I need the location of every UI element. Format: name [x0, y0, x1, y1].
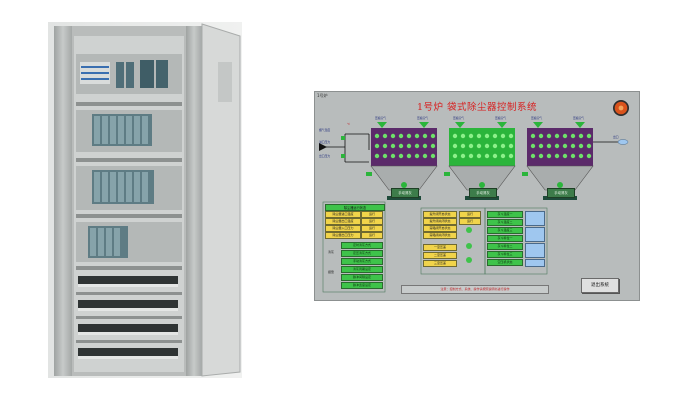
left-group-item-2[interactable]: 定压清灰方式 — [341, 250, 383, 257]
right-value-box-3 — [525, 243, 545, 258]
cabinet-right-frame — [186, 26, 202, 376]
terminal-block-rows — [78, 276, 178, 359]
right-row-5-label: 灰斗料位二 — [487, 243, 523, 250]
hmi-caption: 1号炉 — [317, 93, 328, 98]
mid-row-1-value: 运行 — [459, 211, 481, 218]
plc-modules-row-1 — [80, 60, 168, 88]
filter-bags-chamber-2 — [452, 133, 514, 159]
inlet-label-pressure-in: 进口压力 — [319, 140, 331, 144]
left-panel-header: 除尘器运行状态 — [325, 204, 385, 211]
cable-duct-2 — [76, 158, 182, 162]
filter-bags — [374, 133, 592, 159]
right-value-box-2 — [525, 227, 545, 242]
screw-conveyors — [387, 196, 577, 200]
left-group-item-3[interactable]: 手动清灰方式 — [341, 258, 383, 265]
plc-modules-row-2 — [92, 114, 152, 146]
top-label-5: 压缩空气 — [531, 116, 543, 120]
chamber-1 — [370, 128, 438, 191]
right-row-2-label: 灰斗温度二 — [487, 219, 523, 226]
left-group-1-label: 清灰 — [327, 250, 334, 254]
top-label-1: 压缩空气 — [375, 116, 387, 120]
process-diagram — [319, 100, 629, 293]
hmi-screen: 1号炉 1号炉 袋式除尘器控制系统 — [314, 91, 640, 301]
hmi-title: 1号炉 袋式除尘器控制系统 — [416, 102, 538, 113]
status-message-bar: 注意：控制方式、系统、操作请按照说明书进行操作 — [401, 285, 549, 294]
right-value-box-4 — [525, 259, 545, 267]
left-row-1-label: 除尘器进口温度 — [325, 211, 361, 218]
left-group-item-4[interactable]: 清灰周期设定 — [341, 266, 383, 273]
manual-clean-button-3[interactable]: 手动清灰 — [547, 188, 575, 198]
left-row-3-label: 除尘器入口压力 — [325, 225, 361, 232]
cable-duct-1 — [76, 102, 182, 106]
top-label-4: 压缩空气 — [495, 116, 507, 120]
right-row-3-label: 灰斗温度三 — [487, 227, 523, 234]
inlet-temperature-unit: ℃ — [347, 122, 351, 126]
control-cabinet-photo — [48, 22, 242, 378]
left-row-4-label: 除尘器出口压力 — [325, 232, 361, 239]
right-row-1-label: 灰斗温度一 — [487, 211, 523, 218]
manual-clean-button-1[interactable]: 手动清灰 — [391, 188, 419, 198]
mid-row-2-value: 运行 — [459, 218, 481, 225]
pulse-valve-icons — [377, 122, 585, 128]
left-row-3-value: 运行 — [361, 225, 383, 232]
cable-duct-4 — [76, 266, 182, 270]
manual-clean-button-2[interactable]: 手动清灰 — [469, 188, 497, 198]
inlet-label-temperature: 烟气温度 — [319, 128, 331, 132]
right-value-box-1 — [525, 211, 545, 226]
plc-modules-row-3 — [92, 170, 154, 204]
alarm-indicator-icon — [613, 100, 629, 116]
inlet-label-pressure-out: 出口压力 — [319, 154, 331, 158]
chamber-3 — [526, 128, 594, 191]
left-row-4-value: 运行 — [361, 232, 383, 239]
mid-row-7-label: 三室压差 — [423, 260, 457, 267]
top-label-6: 压缩空气 — [573, 116, 585, 120]
cabinet-image — [48, 22, 242, 378]
mid-row-3-label: 旁路阀开启状态 — [423, 225, 457, 232]
cabinet-door — [201, 23, 241, 377]
mid-row-6-label: 二室压差 — [423, 252, 457, 259]
hopper-valve-icons — [366, 172, 563, 188]
left-group-item-5[interactable]: 脉冲间隔设定 — [341, 274, 383, 281]
outlet-label: 出口 — [613, 135, 619, 139]
mid-row-4-label: 旁路阀关闭状态 — [423, 232, 457, 239]
left-panel-frame — [322, 201, 386, 293]
mid-round-indicators — [466, 227, 472, 263]
top-label-3: 压缩空气 — [453, 116, 465, 120]
left-row-1-value: 运行 — [361, 211, 383, 218]
right-row-7-label: 空压机状态 — [487, 259, 523, 266]
cable-duct-3 — [76, 214, 182, 218]
chamber-2 — [448, 128, 516, 191]
left-row-2-value: 运行 — [361, 218, 383, 225]
exit-system-button[interactable]: 退出系统 — [581, 278, 619, 293]
left-group-item-1[interactable]: 定时清灰方式 — [341, 242, 383, 249]
mid-row-5-label: 一室压差 — [423, 244, 457, 251]
plc-modules-row-4 — [88, 226, 128, 258]
mid-row-2-label: 提升阀关闭状态 — [423, 218, 457, 225]
left-row-2-label: 除尘器出口温度 — [325, 218, 361, 225]
left-group-2-label: 报警 — [327, 270, 334, 274]
right-panel-frame — [484, 207, 548, 275]
top-label-2: 压缩空气 — [417, 116, 429, 120]
outlet-damper-icon — [617, 139, 629, 145]
door-plate — [218, 62, 232, 102]
right-row-4-label: 灰斗料位一 — [487, 235, 523, 242]
inlet-valve-icons — [341, 136, 345, 158]
right-row-6-label: 灰斗料位三 — [487, 251, 523, 258]
inlet-arrow-icon — [319, 143, 327, 151]
cabinet-left-frame — [54, 26, 72, 376]
mid-row-1-label: 提升阀开启状态 — [423, 211, 457, 218]
left-group-item-6[interactable]: 脉冲宽度设定 — [341, 282, 383, 289]
